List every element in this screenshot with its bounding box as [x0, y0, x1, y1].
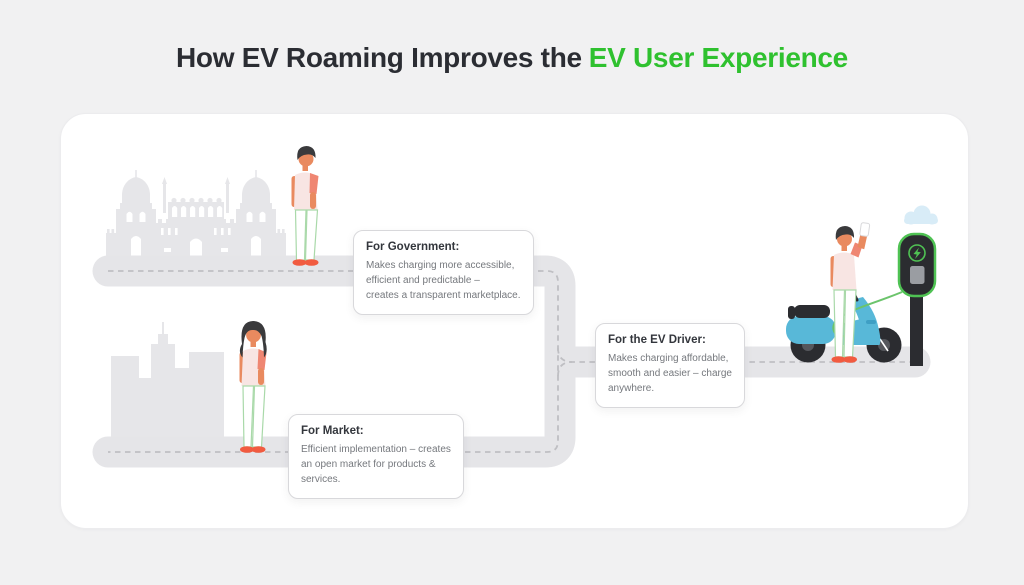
callout-market: For Market: Efficient implementation – c… [288, 414, 464, 499]
city-skyline-silhouette-icon [111, 322, 224, 440]
red-fort-silhouette-icon [106, 170, 286, 256]
callout-market-body: Efficient implementation – creates an op… [301, 444, 451, 485]
callout-ev-driver-body: Makes charging affordable, smooth and ea… [608, 353, 732, 394]
callout-government: For Government: Makes charging more acce… [353, 230, 534, 315]
illustration-canvas [92, 146, 938, 468]
callout-government-heading: For Government: [366, 241, 460, 253]
callout-ev-driver-heading: For the EV Driver: [608, 334, 706, 346]
road-dash-lines [108, 270, 913, 453]
pedestrian-man [291, 146, 319, 266]
callout-government-body: Makes charging more accessible, efficien… [366, 260, 521, 301]
page-title-highlight: EV User Experience [588, 42, 849, 73]
callout-ev-driver: For the EV Driver: Makes charging afford… [595, 323, 745, 408]
ev-driver-with-phone [830, 222, 871, 363]
ev-charging-station-icon [832, 232, 937, 366]
callout-market-heading: For Market: [301, 425, 364, 437]
page-title-text: How EV Roaming Improves the [176, 42, 582, 73]
cloud-icon [904, 205, 938, 225]
pedestrian-woman [239, 321, 267, 453]
illustration-card: For Government: Makes charging more acce… [60, 113, 969, 529]
